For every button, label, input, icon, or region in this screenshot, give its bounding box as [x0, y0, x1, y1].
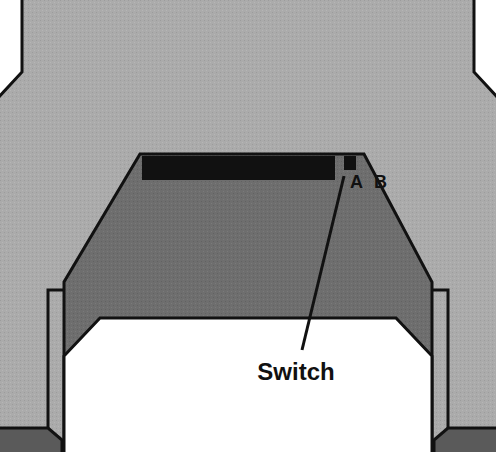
position-label: A: [350, 173, 363, 191]
part-label: Switch: [257, 360, 334, 384]
switch: [344, 156, 356, 170]
housing-base-right: [434, 428, 496, 452]
connector-slot: [142, 156, 335, 180]
slot-well: [64, 154, 432, 452]
position-label: B: [374, 173, 387, 191]
housing-base-left: [0, 428, 62, 452]
leader-line: [302, 176, 344, 350]
cartridge: [64, 318, 432, 452]
